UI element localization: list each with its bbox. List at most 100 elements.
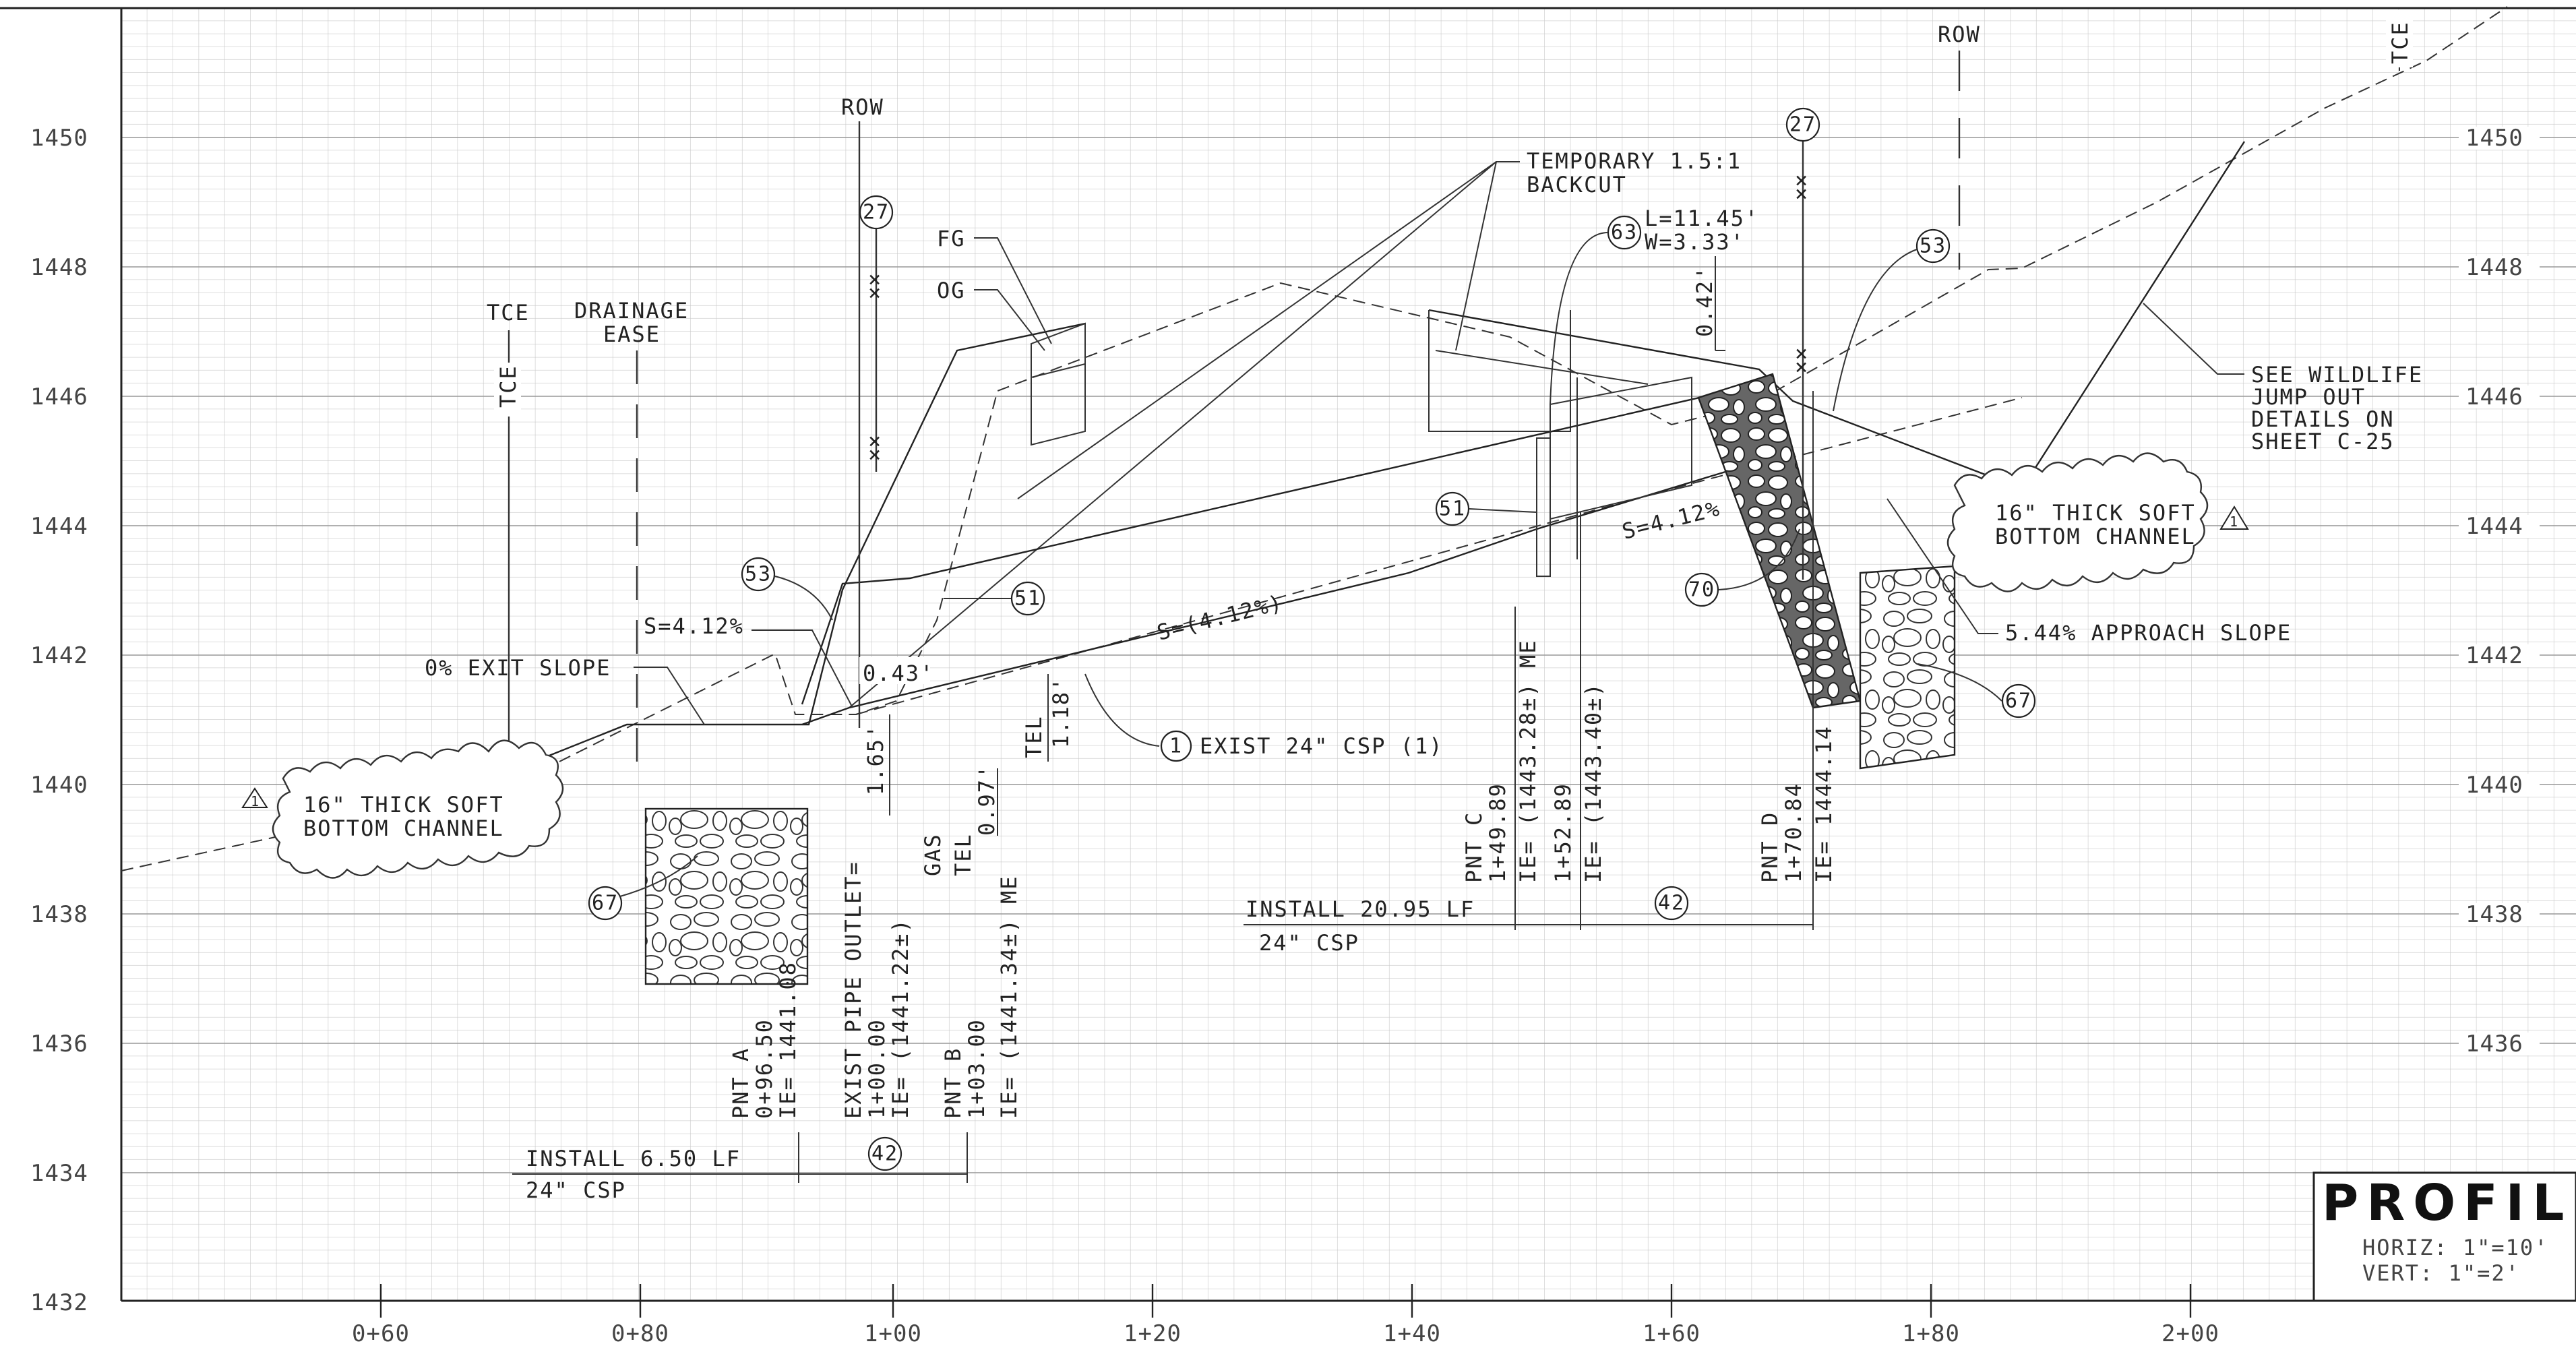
- pnt-b-station: 1+03.00: [964, 1018, 989, 1119]
- elevation-label: 1450: [2465, 125, 2523, 152]
- callout-63: 63 L=11.45' W=3.33': [1550, 206, 1758, 405]
- slope-label-left: S=4.12%: [644, 613, 744, 639]
- riprap-left: [644, 807, 809, 985]
- station-label: 1+80: [1902, 1320, 1960, 1347]
- exist-outlet-station: 1+00.00: [864, 1018, 890, 1119]
- box-width: W=3.33': [1645, 229, 1745, 255]
- soft-bottom-label: 16" THICK SOFT: [1995, 500, 2196, 526]
- row-label: ROW: [1938, 22, 1981, 47]
- elevation-label: 1446: [2465, 383, 2523, 410]
- install-left-line2: 24" CSP: [526, 1177, 626, 1203]
- soft-bottom-label: BOTTOM CHANNEL: [1995, 524, 2196, 549]
- soft-bottom-cloud-right: 16" THICK SOFT BOTTOM CHANNEL 1: [1946, 452, 2249, 592]
- row-label: ROW: [841, 94, 884, 120]
- dim-097-text: 0.97': [974, 764, 1000, 836]
- vert-scale: VERT: 1"=2': [2362, 1260, 2520, 1286]
- elevation-label: 1448: [2465, 254, 2523, 281]
- callout-53-right: 53: [1833, 228, 1951, 412]
- callout-number: 27: [863, 201, 890, 224]
- tce-line: TCE TCE: [487, 300, 530, 772]
- elevation-label: 1438: [30, 901, 88, 928]
- callout-27-right: 27 × × × ×: [1785, 107, 1820, 580]
- backcut-label-line2: BACKCUT: [1527, 172, 1627, 197]
- culvert-pipe: [801, 384, 1753, 726]
- elevation-label: 1436: [30, 1031, 88, 1057]
- callout-67-left: 67: [588, 855, 698, 921]
- callout-number: 51: [1014, 587, 1041, 611]
- callout-67-right: 67: [1917, 663, 2036, 718]
- station-label: 2+00: [2161, 1320, 2219, 1347]
- tel-label-2: TEL: [950, 833, 976, 876]
- dim-042-text: 0.42': [1692, 266, 1717, 337]
- exit-slope: 0% EXIT SLOPE: [425, 655, 705, 725]
- fence-x: ×: [868, 441, 882, 467]
- approach-slope: 5.44% APPROACH SLOPE: [1887, 498, 2290, 646]
- elevation-label: 1440: [2465, 772, 2523, 799]
- callout-number: 53: [745, 563, 772, 586]
- tce-label: TCE: [487, 300, 530, 326]
- callout-number: 1: [1169, 735, 1183, 758]
- og-label: OG: [937, 278, 966, 303]
- station-label: 1+40: [1383, 1320, 1441, 1347]
- elevation-label: 1434: [30, 1160, 88, 1187]
- elevation-label: 1442: [2465, 642, 2523, 669]
- station-label: 0+60: [352, 1320, 410, 1347]
- soft-bottom-cloud-left: 16" THICK SOFT BOTTOM CHANNEL 1: [241, 739, 564, 879]
- elevation-axis-right: 1450 1448 1446 1444 1442 1440 1438 1436: [2459, 125, 2540, 1057]
- install-right-line2: 24" CSP: [1259, 930, 1359, 956]
- horiz-scale: HORIZ: 1"=10': [2362, 1235, 2548, 1260]
- callout-number: 51: [1439, 497, 1466, 521]
- pnt-a-station: 0+96.50: [752, 1018, 777, 1119]
- revision-number: 1: [2230, 514, 2239, 530]
- fence-x: ×: [868, 428, 882, 454]
- soft-bottom-label: BOTTOM CHANNEL: [303, 816, 504, 841]
- dim-043: 0.43': [859, 657, 934, 686]
- callout-51-right: 51: [1435, 491, 1537, 526]
- exist-outlet-label: EXIST PIPE OUTLET= 1+00.00 IE= (1441.22±…: [840, 861, 913, 1119]
- exist-outlet-name: EXIST PIPE OUTLET=: [840, 861, 866, 1119]
- elevation-label: 1444: [30, 513, 88, 540]
- revision-number: 1: [251, 793, 260, 809]
- install-left-line1: INSTALL 6.50 LF: [526, 1146, 741, 1171]
- gas-label: GAS: [920, 833, 946, 876]
- callout-70: 70: [1684, 528, 1800, 607]
- tce-vertical-label: TCE: [2387, 21, 2413, 64]
- fence-x: ×: [868, 266, 882, 292]
- profile-grid: [0, 7, 2576, 1302]
- elevation-label: 1444: [2465, 513, 2523, 540]
- elevation-label: 1442: [30, 642, 88, 669]
- callout-number: 42: [871, 1142, 898, 1166]
- finished-grade-line: [508, 141, 2246, 773]
- elevation-label: 1450: [30, 125, 88, 152]
- fg-og-labels: FG OG: [937, 226, 1052, 351]
- station-label: 1+00: [864, 1320, 922, 1347]
- pnt-d-ie: IE= 1444.14: [1811, 725, 1837, 883]
- elevation-label: 1438: [2465, 901, 2523, 928]
- fence-x: ×: [1795, 181, 1809, 206]
- fg-og-detail: [1031, 322, 1086, 446]
- install-right: INSTALL 20.95 LF 24" CSP 42: [1244, 886, 1813, 956]
- callout-exist-csp: 1 EXIST 24" CSP (1): [1084, 673, 1442, 762]
- tce-vertical-label: TCE: [495, 365, 521, 408]
- backcut-line: [849, 161, 1571, 708]
- fence-x: ×: [1795, 167, 1809, 193]
- pnt-c-label: PNT C 1+49.89 IE= (1443.28±) ME 1+52.89 …: [1461, 512, 1606, 930]
- elevation-label: 1448: [30, 254, 88, 281]
- drainage-label: DRAINAGE: [574, 298, 689, 324]
- utilities: GAS TEL: [920, 833, 976, 876]
- row-line-right: ROW: [1938, 22, 1981, 270]
- pnt-b-label: PNT B 1+03.00 IE= (1441.34±) ME: [940, 875, 1022, 1119]
- pnt-d-name: PNT D: [1757, 811, 1783, 883]
- pnt-c-station: 1+49.89: [1485, 782, 1510, 883]
- fg-label: FG: [937, 226, 966, 251]
- callout-number: 67: [592, 892, 619, 915]
- elevation-label: 1432: [30, 1289, 88, 1316]
- tce-top-right: TCE: [2386, 10, 2413, 71]
- callout-number: 27: [1789, 113, 1816, 137]
- headwall-box: [1435, 350, 1692, 577]
- wildlife-line: DETAILS ON: [2251, 406, 2395, 432]
- dim-042: 0.42': [1692, 256, 1725, 351]
- dim-043-text: 0.43': [863, 660, 934, 686]
- dim-097: 0.97': [974, 764, 1000, 836]
